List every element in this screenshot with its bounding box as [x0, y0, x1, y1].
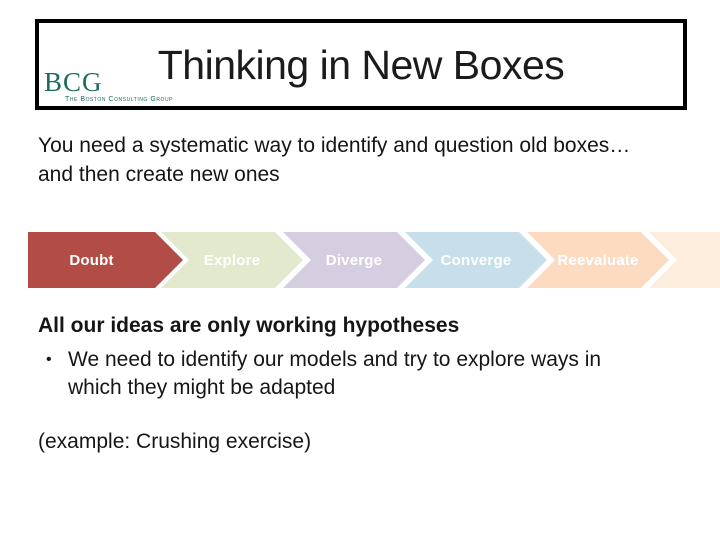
subtitle: You need a systematic way to identify an…	[38, 131, 630, 189]
header-box: BCG The Boston Consulting Group Thinking…	[35, 19, 687, 110]
list-item: • We need to identify our models and try…	[38, 346, 601, 402]
process-step-label: Explore	[203, 251, 261, 269]
process-step-label: Converge	[440, 251, 512, 269]
process-step-label: Reevaluate	[557, 251, 639, 269]
subtitle-line-2: and then create new ones	[38, 163, 280, 186]
body-heading: All our ideas are only working hypothese…	[38, 314, 460, 337]
bullet-icon: •	[46, 351, 52, 368]
bcg-logo-acronym: BCG	[44, 67, 103, 97]
example-note: (example: Crushing exercise)	[38, 430, 312, 453]
bcg-logo-tagline: The Boston Consulting Group	[65, 96, 174, 103]
process-step-converge: Converge	[405, 232, 547, 288]
bullet-line-2: which they might be adapted	[68, 376, 336, 399]
process-step-label: Diverge	[325, 251, 383, 269]
process-step-doubt: Doubt	[28, 232, 183, 288]
process-step-reevaluate: Reevaluate	[527, 232, 669, 288]
bullet-list: • We need to identify our models and try…	[38, 346, 601, 402]
process-step-diverge: Diverge	[283, 232, 425, 288]
bullet-text: We need to identify our models and try t…	[68, 346, 601, 402]
bcg-logo: BCG The Boston Consulting Group	[44, 67, 174, 104]
page-title: Thinking in New Boxes	[157, 42, 565, 88]
process-step-label: Doubt	[69, 251, 114, 269]
process-flow: Doubt Explore Diverge Converge Reevaluate	[0, 232, 720, 288]
subtitle-line-1: You need a systematic way to identify an…	[38, 134, 631, 157]
bullet-line-1: We need to identify our models and try t…	[68, 348, 602, 371]
